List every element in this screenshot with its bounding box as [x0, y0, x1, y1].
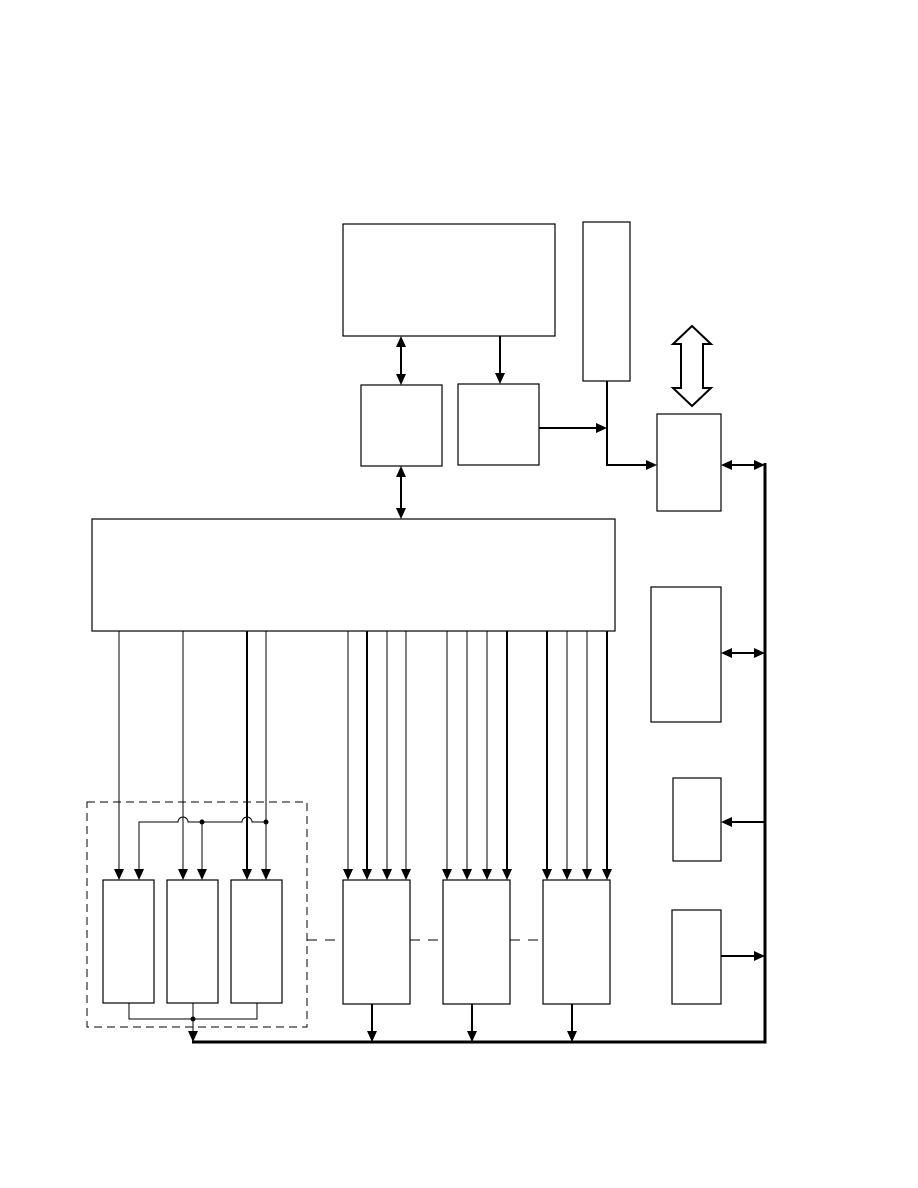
- system-bus: [192, 463, 767, 1044]
- arrowhead: [261, 869, 271, 880]
- arrowhead: [754, 951, 765, 961]
- arrowhead: [721, 460, 732, 470]
- arrowhead: [114, 869, 124, 880]
- arrowhead: [442, 869, 452, 880]
- bidirectional-hollow-arrow-icon: [670, 324, 714, 408]
- arrowhead: [362, 869, 372, 880]
- arrowhead: [401, 869, 411, 880]
- link-strip-bus-interface: [606, 381, 647, 466]
- shared-signal-line: [138, 816, 266, 870]
- arrowhead: [542, 869, 552, 880]
- module-a-block: [102, 879, 155, 1004]
- arrowhead: [646, 460, 657, 470]
- arrowhead: [188, 1031, 198, 1042]
- side-unit-3-block: [671, 909, 722, 1005]
- arrowhead: [482, 869, 492, 880]
- arrowhead: [567, 1031, 577, 1042]
- arrowhead: [242, 869, 252, 880]
- junction-dot: [190, 1016, 196, 1022]
- arrowhead: [754, 460, 765, 470]
- arrowhead: [367, 1031, 377, 1042]
- arrowhead: [602, 869, 612, 880]
- arrowhead: [396, 374, 406, 385]
- arrowhead: [721, 648, 732, 658]
- module-e-block: [442, 879, 511, 1005]
- arrowhead: [582, 869, 592, 880]
- interface-right-block: [457, 383, 540, 466]
- arrowhead: [754, 648, 765, 658]
- module-c-block: [230, 879, 283, 1004]
- arrowhead: [343, 869, 353, 880]
- arrowhead: [197, 869, 207, 880]
- dashed-group-outline: [86, 801, 308, 1028]
- vertical-strip-block: [582, 221, 631, 382]
- side-unit-1-block: [650, 586, 722, 723]
- interface-left-block: [360, 384, 443, 467]
- bus-interface-block: [656, 413, 722, 512]
- arrowhead: [178, 869, 188, 880]
- side-unit-2-block: [672, 777, 722, 862]
- module-d-block: [342, 879, 411, 1005]
- arrowhead: [562, 869, 572, 880]
- arrowhead: [721, 817, 732, 827]
- arrowhead: [396, 466, 406, 477]
- arrowhead: [502, 869, 512, 880]
- arrowhead: [467, 1031, 477, 1042]
- arrowhead: [382, 869, 392, 880]
- arrowhead: [495, 373, 505, 384]
- top-unit-block: [342, 223, 556, 337]
- module-b-block: [166, 879, 219, 1004]
- arrowhead: [462, 869, 472, 880]
- arrowhead: [596, 423, 607, 433]
- arrowhead: [396, 336, 406, 347]
- module-f-block: [542, 879, 611, 1005]
- arrowhead: [134, 869, 144, 880]
- main-controller-block: [91, 518, 616, 632]
- arrowhead: [396, 508, 406, 519]
